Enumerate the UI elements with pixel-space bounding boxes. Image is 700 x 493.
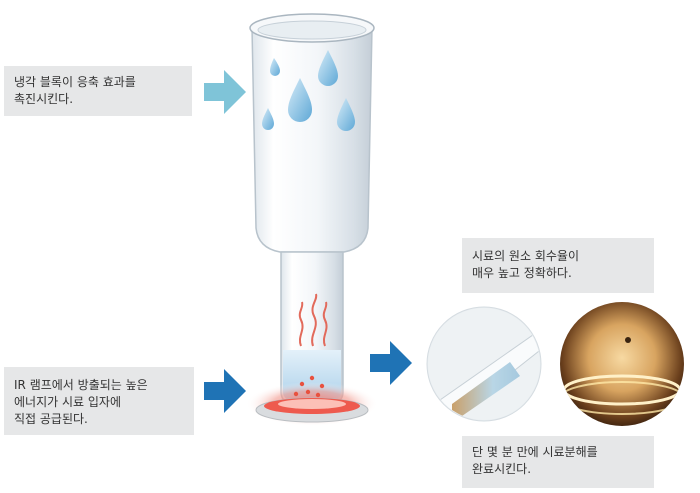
arrow-dark-left-icon [204,369,246,413]
ir-lamp-caption-line-3: 직접 공급된다. [14,412,88,426]
complete-caption-line-2: 완료시킨다. [472,462,532,476]
arrow-light-icon [204,70,246,114]
ir-lamp-caption-line-1: IR 램프에서 방출되는 높은 [14,378,148,392]
complete-caption: 단 몇 분 만에 시료분해를 완료시킨다. [462,436,654,488]
recovery-caption-line-2: 매우 높고 정확하다. [472,266,572,280]
ir-lamp-caption: IR 램프에서 방출되는 높은 에너지가 시료 입자에 직접 공급된다. [4,367,194,435]
condensation-droplets [262,50,355,131]
cooling-block [249,13,375,253]
tube-closeup-image [426,306,542,422]
vapor-lines [298,293,328,347]
complete-caption-line-1: 단 몇 분 만에 시료분해를 [472,445,598,459]
recovery-caption-line-1: 시료의 원소 회수율이 [472,249,579,263]
heated-sample-photo [560,302,684,426]
recovery-caption: 시료의 원소 회수율이 매우 높고 정확하다. [462,238,654,293]
sample-particles [293,375,325,398]
cooling-caption-line-1: 냉각 블록이 응축 효과를 [14,75,136,89]
cooling-caption-line-2: 촉진시킨다. [14,92,74,106]
cooling-caption: 냉각 블록이 응축 효과를 촉진시킨다. [4,66,192,116]
arrow-dark-right-icon [370,341,412,385]
ir-lamp-base [246,382,378,426]
ir-lamp-caption-line-2: 에너지가 시료 입자에 [14,395,121,409]
